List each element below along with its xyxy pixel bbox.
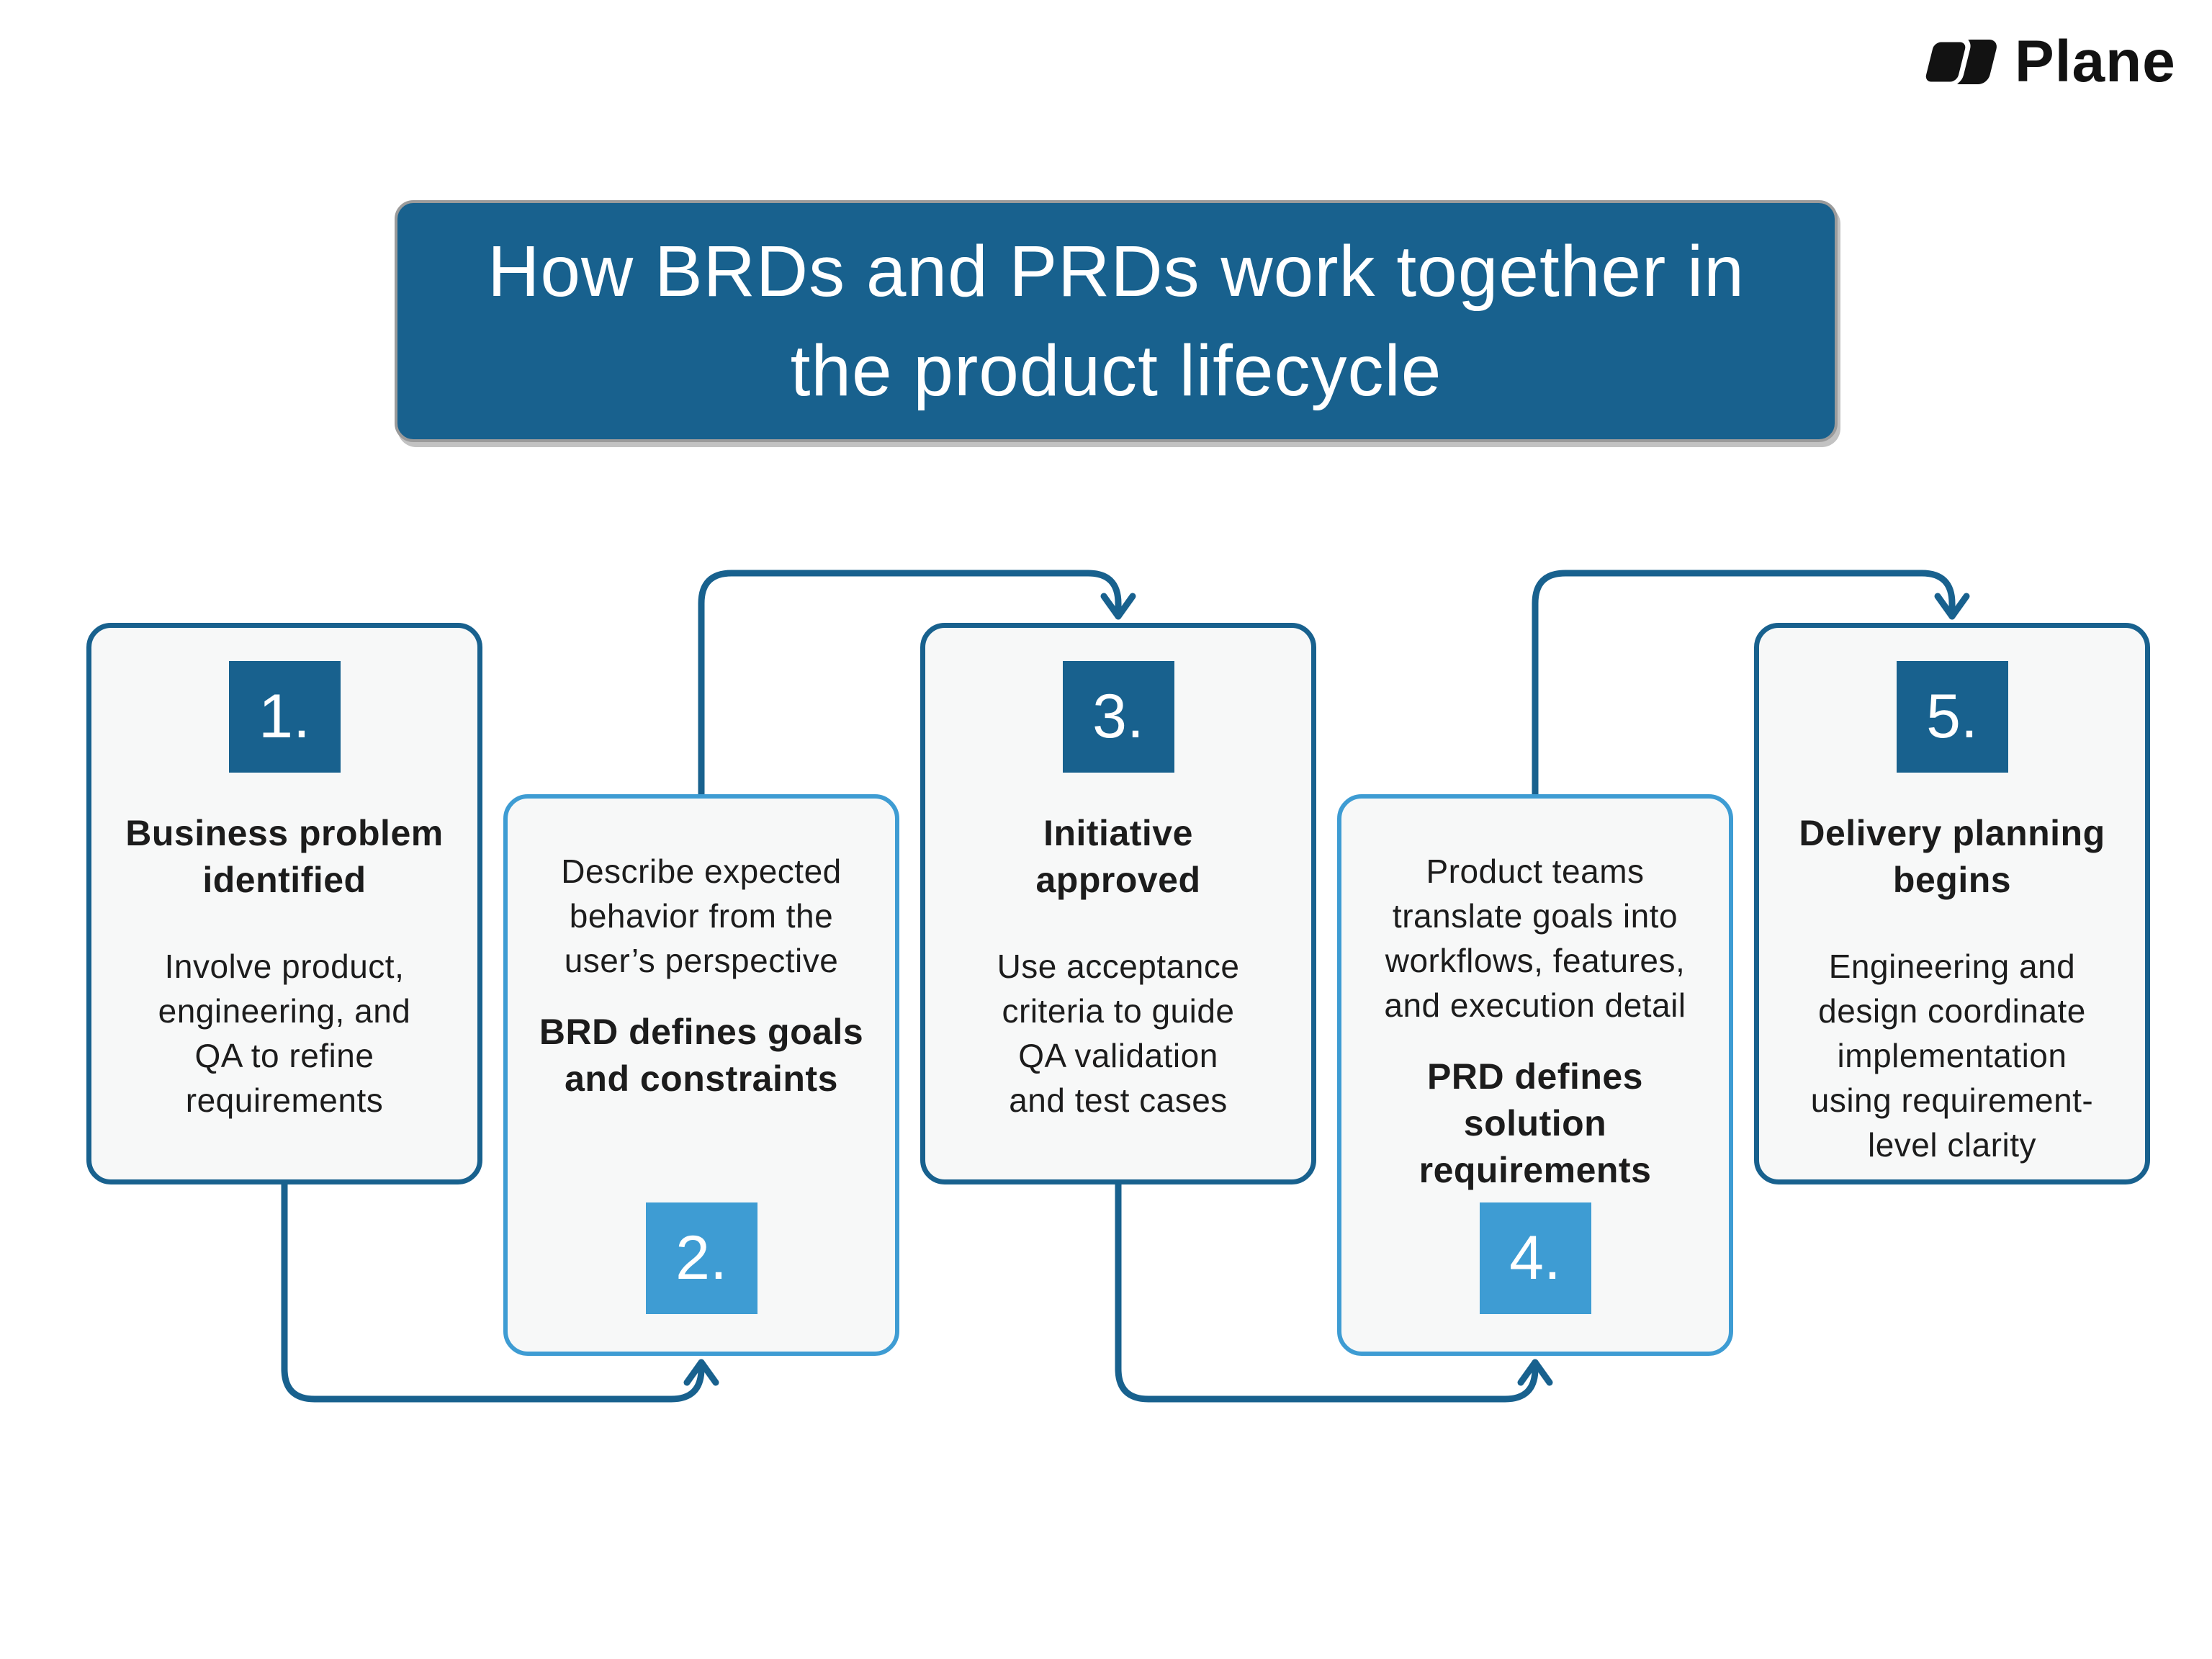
- step-body-1: Involve product, engineering, and QA to …: [158, 948, 411, 1120]
- step-heading-5: Delivery planning begins: [1799, 813, 2105, 900]
- step-heading-1: Business problem identified: [125, 813, 444, 900]
- step-number-badge-2: 2.: [645, 1202, 757, 1314]
- step-heading-3: Initiative approved: [1035, 813, 1201, 900]
- plane-logo-mark-icon: [1920, 37, 1997, 87]
- step-card-4: Product teams translate goals into workf…: [1337, 794, 1733, 1356]
- step-number-badge-4: 4.: [1479, 1202, 1591, 1314]
- step-number-badge-5: 5.: [1896, 661, 2008, 773]
- page-title: How BRDs and PRDs work together in the p…: [487, 231, 1745, 411]
- connector-arrow-4-5: [1532, 570, 1970, 798]
- connector-arrow-3-4: [1115, 1181, 1553, 1403]
- connector-arrow-2-3: [698, 570, 1136, 798]
- plane-logo: Plane: [1918, 27, 2176, 96]
- step-emphasis-4: PRD defines solution requirements: [1419, 1056, 1652, 1191]
- step-body-3: Use acceptance criteria to guide QA vali…: [997, 948, 1240, 1120]
- step-card-2: Describe expected behavior from the user…: [503, 794, 899, 1356]
- step-body-2: Describe expected behavior from the user…: [561, 853, 842, 980]
- step-card-5: 5. Delivery planning begins Engineering …: [1754, 623, 2150, 1184]
- step-emphasis-2: BRD defines goals and constraints: [539, 1012, 864, 1100]
- step-body-4: Product teams translate goals into workf…: [1384, 853, 1686, 1025]
- connector-arrow-1-2: [281, 1181, 719, 1403]
- step-card-1: 1. Business problem identified Involve p…: [86, 623, 482, 1184]
- title-banner: How BRDs and PRDs work together in the p…: [395, 200, 1838, 442]
- step-number-badge-1: 1.: [228, 661, 341, 773]
- step-card-3: 3. Initiative approved Use acceptance cr…: [920, 623, 1316, 1184]
- step-number-badge-3: 3.: [1062, 661, 1174, 773]
- step-body-5: Engineering and design coordinate implem…: [1810, 948, 2094, 1164]
- plane-logo-text: Plane: [2015, 29, 2176, 94]
